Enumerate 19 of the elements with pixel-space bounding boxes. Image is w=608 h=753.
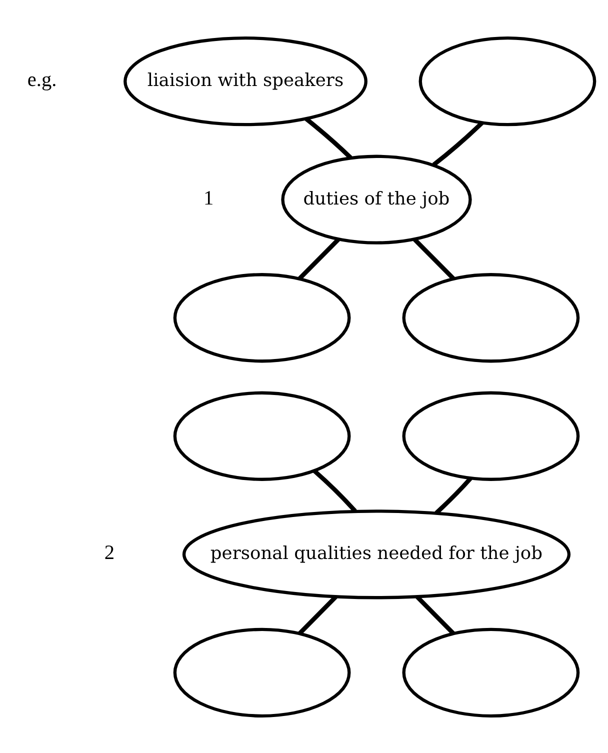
- connector: [434, 476, 472, 514]
- node-ellipse: liaision with speakers: [124, 36, 368, 126]
- connector: [413, 237, 455, 280]
- node-ellipse: [173, 272, 351, 362]
- label: 2: [104, 542, 115, 564]
- node-ellipse: [402, 390, 580, 480]
- label: 1: [204, 186, 214, 209]
- node-ellipse: [402, 627, 580, 717]
- node-ellipse: duties of the job: [281, 154, 472, 244]
- node-ellipse: [402, 272, 580, 362]
- node-ellipse: [418, 36, 596, 126]
- connector: [432, 120, 484, 166]
- connector: [304, 116, 352, 159]
- connector: [298, 237, 340, 280]
- node-ellipse: [173, 627, 351, 717]
- node-ellipse: personal qualities needed for the job: [182, 509, 571, 599]
- label: e.g.: [27, 68, 57, 91]
- node-ellipse: [173, 390, 351, 480]
- connector: [312, 468, 357, 512]
